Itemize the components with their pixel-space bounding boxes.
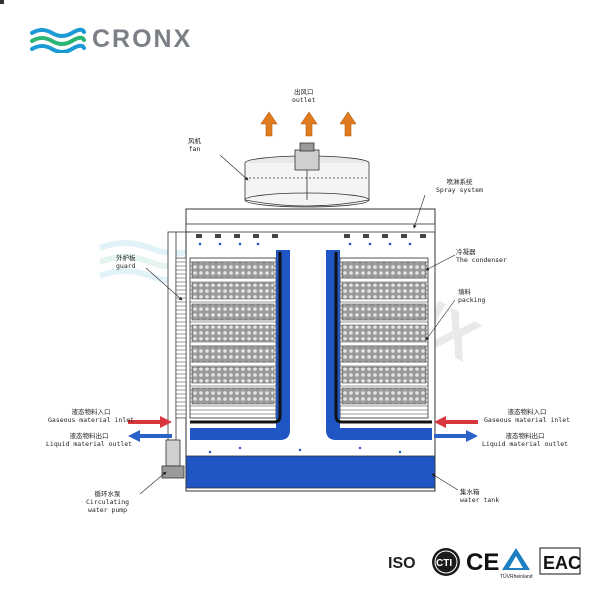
ce-text: CE (466, 549, 499, 576)
label-liquid-outlet-right: 液态物料出口 Liquid material outlet (482, 432, 569, 448)
spray-nozzle-row (196, 234, 426, 238)
logo-waves-icon (30, 27, 86, 53)
label-water-tank: 集水箱 water tank (460, 488, 500, 504)
ce-mark-icon: CE (466, 549, 499, 576)
label-spray-system: 喷淋系统 Spray system (436, 178, 483, 194)
circulating-pump (161, 231, 190, 479)
leader-lines (139, 154, 459, 495)
gas-inlet-left-arrow-icon (128, 416, 172, 428)
condenser-right (339, 257, 429, 419)
water-droplets (198, 242, 412, 454)
right-io-arrows (434, 416, 478, 442)
cti-mark-icon: CTI (432, 548, 460, 576)
eac-text: EAC (543, 553, 581, 573)
iso-mark-icon: ISO (388, 555, 416, 572)
process-pipes (190, 252, 432, 424)
label-fan: 风机 fan (188, 137, 201, 153)
label-packing: 填料 packing (458, 288, 486, 304)
label-condenser: 冷凝器 The condenser (456, 248, 507, 264)
fan-housing (244, 142, 370, 208)
cti-text: CTI (436, 558, 452, 569)
tuv-mark-icon: TÜVRheinland (500, 548, 533, 580)
iso-text: ISO (388, 555, 416, 572)
label-liquid-outlet-left: 液态物料出口 Liquid material outlet (46, 432, 133, 448)
liquid-outlet-left-arrow-icon (128, 430, 172, 442)
outlet-arrow-icon (300, 111, 318, 137)
water-tank-basin (185, 455, 436, 489)
left-io-arrows (128, 416, 172, 442)
spray-nozzles (0, 0, 4, 4)
brand-logo: CRONX (30, 24, 220, 54)
label-outlet: 出风口 outlet (292, 88, 316, 104)
spray-header (185, 223, 436, 233)
label-gas-inlet-right: 液态物料入口 Gaseous material inlet (484, 408, 571, 424)
outlet-arrow-icon (260, 111, 278, 137)
label-pump: 循环水泵 Circulating water pump (86, 490, 130, 514)
liquid-outlet-right-arrow-icon (434, 430, 478, 442)
eac-mark-icon: EAC (539, 547, 581, 575)
label-gas-inlet-left: 液态物料入口 Gaseous material inlet (48, 408, 135, 424)
tuv-text: TÜVRheinland (500, 573, 533, 580)
outlet-arrow-icon (339, 111, 357, 137)
side-guard (175, 257, 187, 419)
certification-marks: ISO CTI CE TÜVRheinland EAC (388, 540, 588, 580)
outlet-arrows (260, 111, 357, 137)
label-guard: 外护板 guard (116, 254, 136, 270)
brand-name: CRONX (92, 25, 193, 53)
condenser-left (189, 257, 277, 419)
gas-inlet-right-arrow-icon (434, 416, 478, 428)
